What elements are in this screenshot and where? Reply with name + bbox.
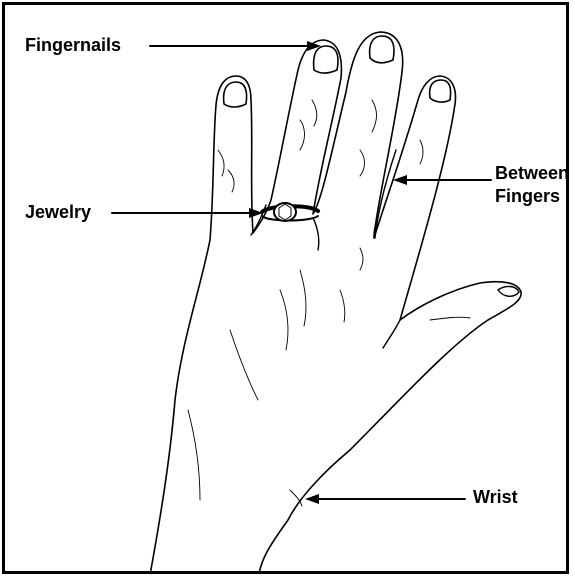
ring-jewelry [262, 203, 318, 221]
label-jewelry: Jewelry [25, 202, 91, 222]
wrist-arrowhead [305, 494, 319, 504]
between-fingers-arrowhead [393, 175, 407, 185]
thumb-nail [498, 286, 519, 296]
middle-ring-gap [313, 218, 319, 250]
hand-outline [150, 32, 521, 574]
pointer-arrows [112, 41, 491, 504]
label-between: Between [495, 163, 569, 183]
diagram-frame: Fingernails Jewelry Between Fingers Wris… [2, 2, 569, 574]
label-wrist: Wrist [473, 487, 518, 507]
index-nail [224, 82, 247, 107]
middle-nail [314, 46, 338, 73]
ring-nail [370, 36, 394, 63]
thumb-web [383, 320, 400, 348]
pinky-nail [430, 80, 451, 102]
label-fingernails: Fingernails [25, 35, 121, 55]
label-fingers: Fingers [495, 186, 560, 206]
